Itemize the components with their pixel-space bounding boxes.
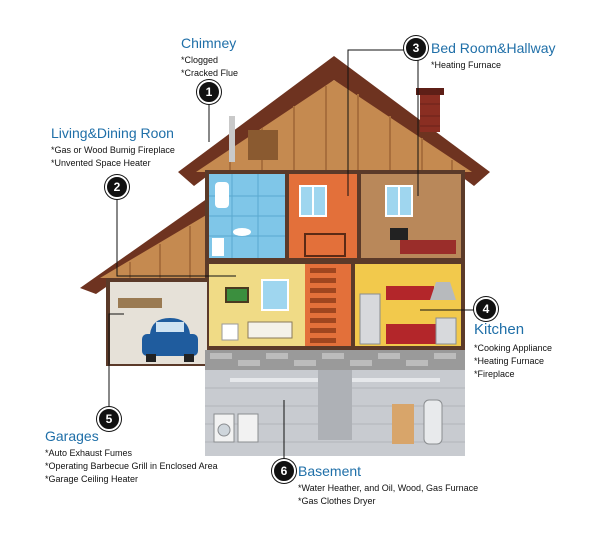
stair-railing <box>304 233 346 257</box>
water-heater-upstairs <box>215 182 229 208</box>
item-basement-1: *Water Heather, and Oil, Wood, Gas Furna… <box>298 483 479 493</box>
kitchen-upper-cabinets <box>386 286 434 300</box>
living-room-window <box>261 279 289 311</box>
left-gable <box>100 214 208 278</box>
badge-living-dining: 2 <box>105 175 129 199</box>
leader-line-bedroom-a <box>347 49 410 196</box>
water-heater <box>423 399 443 445</box>
clothes-dryer <box>237 413 259 443</box>
washer-door <box>217 423 231 437</box>
title-chimney: Chimney <box>181 35 237 51</box>
item-kitchen-1: *Cooking Appliance <box>474 343 553 353</box>
label-chimney: Chimney *Clogged *Cracked Flue <box>181 35 238 80</box>
item-garages-3: *Garage Ceiling Heater <box>45 474 139 484</box>
item-living-dining-2: *Unvented Space Heater <box>51 158 151 168</box>
foundation-stones <box>210 353 456 366</box>
item-bedroom-hallway-1: *Heating Furnace <box>431 60 502 70</box>
item-living-dining-1: *Gas or Wood Bumig Fireplace <box>51 145 175 155</box>
badge-bedroom-hallway: 3 <box>404 36 428 60</box>
title-living-dining: Living&Dining Roon <box>51 125 174 141</box>
furnace <box>392 404 414 444</box>
living-room-painting <box>225 287 249 303</box>
basement-stairs <box>318 370 352 440</box>
bedroom-tv <box>390 228 408 240</box>
leader-line-garage <box>108 313 124 410</box>
item-basement-2: *Gas Clothes Dryer <box>298 496 376 506</box>
car-wheel-right <box>184 354 194 362</box>
chimney-bricks <box>420 103 440 127</box>
car-windshield <box>156 322 184 332</box>
chimney-cap <box>416 88 444 95</box>
badge-basement: 6 <box>272 459 296 483</box>
stove <box>435 317 457 345</box>
bed <box>400 240 456 254</box>
title-bedroom-hallway: Bed Room&Hallway <box>431 40 556 56</box>
label-living-dining: Living&Dining Roon *Gas or Wood Bumig Fi… <box>51 125 175 170</box>
item-kitchen-2: *Heating Furnace <box>474 356 545 366</box>
left-gable-planks <box>129 226 191 278</box>
chimney-stack <box>420 92 440 132</box>
left-roof <box>80 198 208 294</box>
car-wheel-left <box>146 354 156 362</box>
item-chimney-2: *Cracked Flue <box>181 68 239 78</box>
title-kitchen: Kitchen <box>474 321 525 338</box>
radiator <box>221 323 239 341</box>
badge-garages: 5 <box>97 407 121 431</box>
bathroom-sink <box>233 228 251 236</box>
garage-shelf <box>118 298 162 308</box>
item-garages-2: *Operating Barbecue Grill in Enclosed Ar… <box>45 461 218 471</box>
label-kitchen: Kitchen *Cooking Appliance *Heating Furn… <box>474 321 552 381</box>
title-basement: Basement <box>298 463 362 479</box>
staircase-steps <box>310 268 336 343</box>
range-hood <box>430 282 456 300</box>
label-bedroom-hallway: Bed Room&Hallway *Heating Furnace <box>431 40 556 72</box>
sofa <box>247 321 293 339</box>
car-body <box>142 334 198 356</box>
leader-lines <box>108 49 476 462</box>
item-chimney-1: *Clogged <box>181 55 219 65</box>
badge-kitchen: 4 <box>474 297 498 321</box>
attic-pipe <box>229 116 235 162</box>
leader-line-living <box>116 189 236 277</box>
label-garages: Garages *Auto Exhaust Fumes *Operating B… <box>45 428 218 486</box>
refrigerator <box>359 293 381 345</box>
toilet <box>212 238 224 256</box>
attic-shelf <box>248 130 278 160</box>
title-garages: Garages <box>45 428 99 444</box>
badge-chimney: 1 <box>197 80 221 104</box>
item-kitchen-3: *Fireplace <box>474 369 515 379</box>
item-garages-1: *Auto Exhaust Fumes <box>45 448 133 458</box>
label-basement: Basement *Water Heather, and Oil, Wood, … <box>298 463 478 508</box>
staircase-well <box>305 264 351 346</box>
